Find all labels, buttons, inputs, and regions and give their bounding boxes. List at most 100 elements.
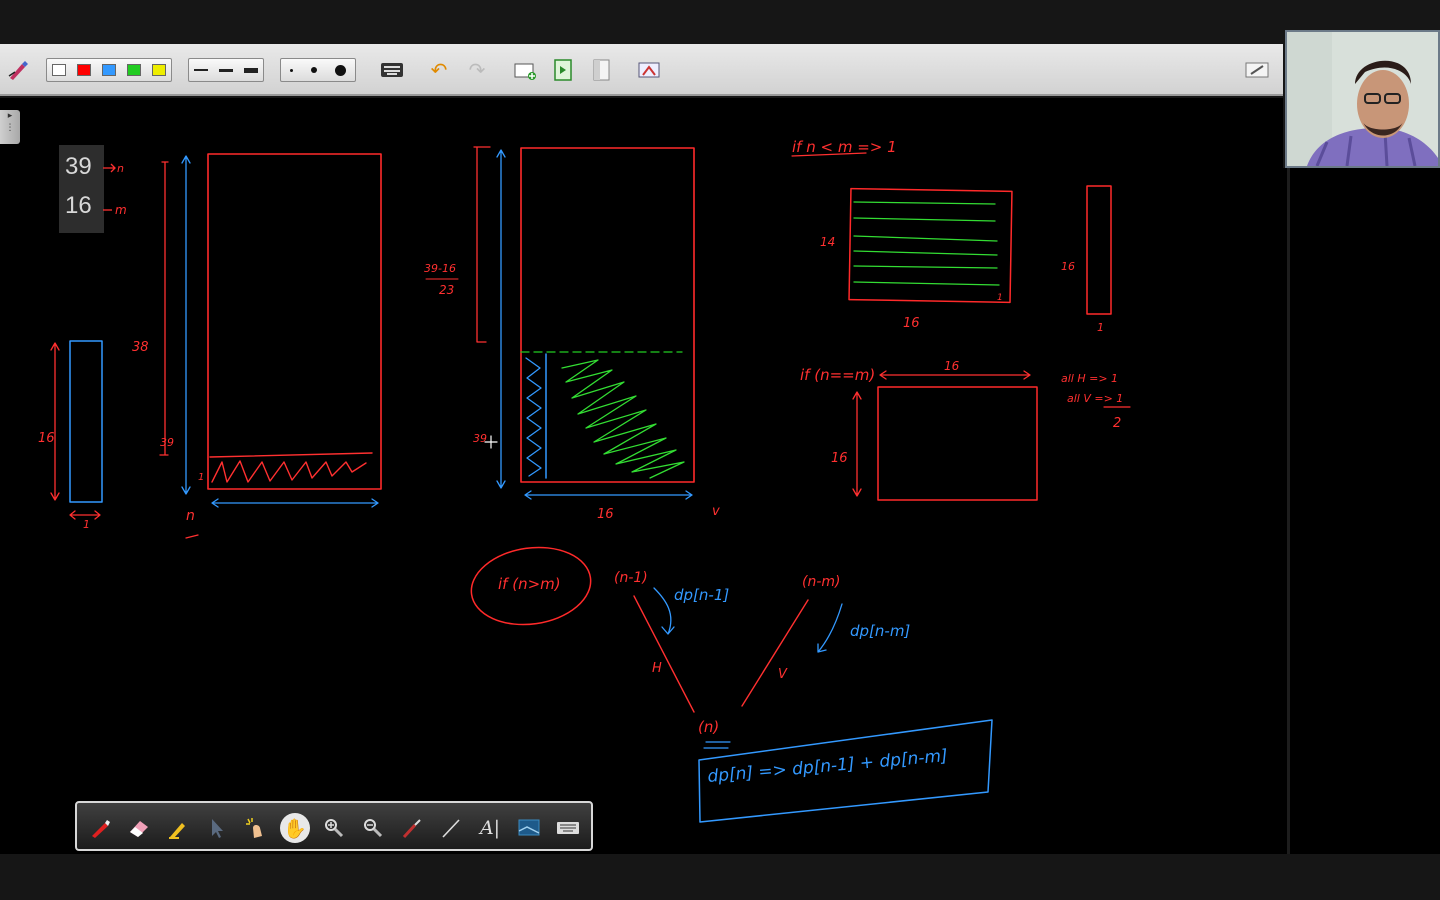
grid-39x16-split [520, 147, 695, 483]
zoom-in-icon[interactable] [319, 813, 349, 843]
horizontal-tile-scribble [209, 452, 373, 483]
line-width-thin[interactable] [194, 69, 209, 71]
eraser-icon[interactable] [124, 813, 154, 843]
label-n: n [117, 162, 124, 175]
tile-16x1 [1086, 185, 1112, 315]
recurrence-box [698, 719, 993, 823]
bottom-bar [0, 854, 1440, 900]
square-grid-16x16 [877, 386, 1038, 501]
sticker-n-value: 39 [65, 153, 92, 180]
hand-icon[interactable]: ✋ [280, 813, 310, 843]
bracket-23 [473, 146, 491, 343]
line-width-selector [188, 58, 264, 82]
label-n-bottom: n [186, 508, 195, 524]
edge-h-line [633, 595, 695, 713]
color-yellow[interactable] [151, 64, 166, 76]
whiteboard-canvas[interactable]: 16 1 38 39 1 n 39-16 23 39 16 v if n < m… [0, 98, 1283, 854]
whiteboard-toolbar: ↶ ↷ [0, 44, 1283, 96]
top-bar [0, 0, 1440, 44]
cond-greater: if (n>m) [498, 575, 561, 593]
line-width-medium[interactable] [218, 68, 233, 72]
height-bracket [159, 161, 169, 456]
side-panel-toggle[interactable]: ▸⋮ [0, 110, 20, 144]
label-2: 2 [1113, 416, 1121, 431]
recurrence: dp[n] => dp[n-1] + dp[n-m] [707, 746, 949, 787]
label-16-f: 16 [831, 451, 848, 466]
redo-icon[interactable]: ↷ [468, 58, 486, 82]
label-39-a: 39 [160, 436, 174, 449]
keyboard-icon[interactable] [378, 56, 406, 84]
dot-size-small[interactable] [290, 68, 293, 72]
panel-divider [1287, 168, 1290, 854]
width-arrow-blue [211, 498, 379, 508]
sticker-arrows: n m [103, 162, 127, 217]
cursor-cross [484, 435, 498, 449]
label-39-16: 39-16 [424, 262, 456, 275]
brush-icon[interactable] [397, 813, 427, 843]
undo-icon[interactable]: ↶ [430, 58, 448, 82]
highlighter-icon[interactable] [163, 813, 193, 843]
dot-size-large[interactable] [335, 64, 346, 76]
label-1-left: 1 [83, 518, 90, 531]
edge-h: H [652, 661, 662, 676]
minimize-icon[interactable] [1243, 56, 1271, 84]
label-v: v [712, 504, 720, 519]
vertical-tile-scribble [525, 357, 542, 477]
sticker-m-value: 16 [65, 192, 92, 219]
cond-less: if n < m => 1 [792, 138, 897, 156]
add-page-icon[interactable] [511, 56, 539, 84]
label-16-c: 16 [903, 316, 920, 331]
height-arrow-blue [181, 155, 191, 495]
screenshot-icon[interactable] [635, 56, 663, 84]
background-icon[interactable] [514, 813, 544, 843]
laser-icon[interactable] [241, 813, 271, 843]
node-nm: (n-m) [802, 574, 841, 590]
value-sticker: 39 16 [59, 145, 104, 233]
zoom-out-icon[interactable] [358, 813, 388, 843]
line-icon[interactable] [436, 813, 466, 843]
dp-n1: dp[n-1] [674, 586, 729, 604]
green-scribble [561, 359, 685, 479]
grid-39x16 [207, 153, 382, 490]
color-red[interactable] [77, 64, 92, 76]
edge-v: V [778, 667, 788, 682]
label-1-d: 1 [1097, 321, 1104, 334]
keyboard-icon-panel[interactable] [553, 813, 583, 843]
tile-1x16 [69, 340, 103, 503]
pen-settings-icon[interactable] [4, 56, 32, 84]
right-panel [1283, 168, 1440, 854]
label-1-a: 1 [198, 472, 204, 483]
dp-nm: dp[n-m] [850, 622, 910, 640]
label-16-e: 16 [944, 359, 960, 373]
height-arrow [50, 342, 60, 501]
label-38: 38 [132, 340, 149, 355]
label-16-b: 16 [597, 507, 614, 522]
color-blue[interactable] [101, 64, 116, 76]
color-green[interactable] [126, 64, 141, 76]
height-arrow-blue-2 [496, 149, 506, 489]
label-39-b: 39 [473, 432, 487, 445]
text-icon[interactable]: A| [479, 817, 501, 839]
edge-v-line [741, 599, 809, 707]
pointer-icon[interactable] [202, 813, 232, 843]
label-14: 14 [820, 235, 835, 249]
cond-equal: if (n==m) [800, 366, 875, 384]
all-v: all V => 1 [1067, 392, 1123, 405]
pen-icon[interactable] [85, 813, 115, 843]
label-23: 23 [439, 283, 454, 297]
dot-size-medium[interactable] [311, 67, 317, 73]
next-page-icon[interactable] [549, 56, 577, 84]
node-n: (n) [698, 718, 719, 736]
node-n1: (n-1) [614, 570, 648, 586]
dot-size-selector [280, 58, 356, 82]
line-width-thick[interactable] [243, 67, 258, 73]
drawing-tools-panel: ✋ A| [75, 801, 593, 851]
color-palette [46, 58, 172, 82]
label-1-c: 1 [997, 293, 1003, 303]
webcam-video [1285, 30, 1440, 168]
whiteboard-drawing: 16 1 38 39 1 n 39-16 23 39 16 v if n < m… [38, 138, 1131, 823]
page-icon[interactable] [587, 56, 615, 84]
label-16-d: 16 [1061, 260, 1075, 273]
label-16-left: 16 [38, 431, 55, 446]
color-white[interactable] [52, 64, 67, 76]
